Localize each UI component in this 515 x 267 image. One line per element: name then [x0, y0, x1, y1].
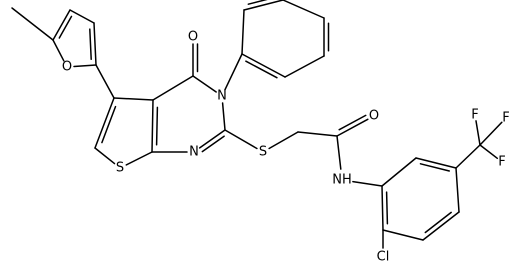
bond-Ar5-Ar6 [415, 157, 457, 169]
bond-Cc-Oa-double [338, 114, 367, 131]
bond-N3-Ph1 [224, 53, 243, 91]
bond-Ar5-Ar6-double [419, 163, 451, 172]
bond-fC2-fC3-double [89, 28, 92, 61]
atom-label-f3: F [498, 155, 505, 170]
atom-label-f2: F [502, 111, 509, 126]
bond-layer [11, 0, 503, 249]
bond-fC5-fO [52, 39, 65, 62]
bond-Ar6-Ar1 [381, 157, 417, 187]
atom-label-furan-o: O [62, 60, 72, 75]
bond-C2-N1-double [201, 135, 225, 153]
bond-CF3-F3 [479, 144, 499, 160]
bond-fC3-fC4 [69, 9, 95, 24]
bond-Ar4-Ar5 [455, 167, 460, 213]
atom-label-cl: Cl [377, 250, 390, 265]
bond-Ph6-Ph1 [241, 53, 286, 78]
bond-Ph6-Ph1-double [245, 60, 278, 79]
bond-C2-N1 [198, 129, 226, 149]
bond-C7a-C4a-double [155, 106, 159, 146]
bond-CF3-F1 [475, 120, 481, 146]
atom-label-f1: F [471, 108, 478, 123]
atom-label-amide-o: O [369, 109, 379, 124]
bond-Cc-Oa [336, 118, 369, 137]
bond-CH2-Cc [297, 131, 338, 137]
bond-fO-fC2 [73, 64, 97, 68]
bond-C5-C6 [94, 97, 115, 149]
bond-Ar3-Ar4 [422, 211, 460, 241]
bond-C5-C4a [113, 97, 154, 101]
bond-fC2-fC3 [93, 22, 97, 66]
bond-Ar5-CF3 [455, 144, 481, 169]
bond-me-fC5 [11, 7, 54, 41]
atom-label-layer: O O N N S S O NH Cl F F F [62, 30, 510, 265]
atom-label-thioether-s: S [259, 145, 267, 160]
bond-Ph3-Ph4 [282, 0, 325, 19]
bond-C4a-C4 [152, 75, 194, 101]
bond-fC4-fC5-double [58, 15, 73, 39]
bond-Ar3-Ar4-double [424, 211, 452, 234]
bond-Ar1-Ar2-double [385, 191, 389, 225]
atom-label-carbonyl-o-ring: O [188, 30, 198, 45]
atom-label-thiophene-s: S [116, 161, 124, 176]
atom-label-n3: N [217, 89, 227, 104]
bond-C2-Sx [224, 129, 258, 150]
bond-Ph1-Ph2 [241, 9, 245, 55]
bond-Ar1-Ar2 [381, 185, 384, 231]
bond-C6-S7 [94, 147, 116, 165]
bond-N3-C2 [221, 102, 226, 131]
atom-label-n1: N [189, 145, 199, 160]
bond-C7a-C4a [151, 99, 154, 153]
bond-Ar2-Ar3 [382, 229, 424, 241]
atom-label-nh: NH [332, 173, 352, 188]
bond-Cc-NH [336, 135, 342, 170]
bond-C4-N3 [192, 75, 217, 93]
bond-C5-C6-double [101, 105, 117, 144]
bond-CF3-F2 [479, 121, 503, 146]
bond-Ph2-Ph3 [243, 0, 284, 11]
bond-NH-Ar1 [352, 180, 383, 187]
bond-fC2-C5 [95, 64, 115, 99]
bond-Ph5-Ph6 [284, 55, 325, 78]
bond-fC4-fC5 [52, 9, 71, 41]
bond-Ph2-Ph3-double [247, 0, 268, 5]
bond-S7-C7a [125, 151, 153, 166]
bond-Sx-CH2 [268, 131, 299, 150]
